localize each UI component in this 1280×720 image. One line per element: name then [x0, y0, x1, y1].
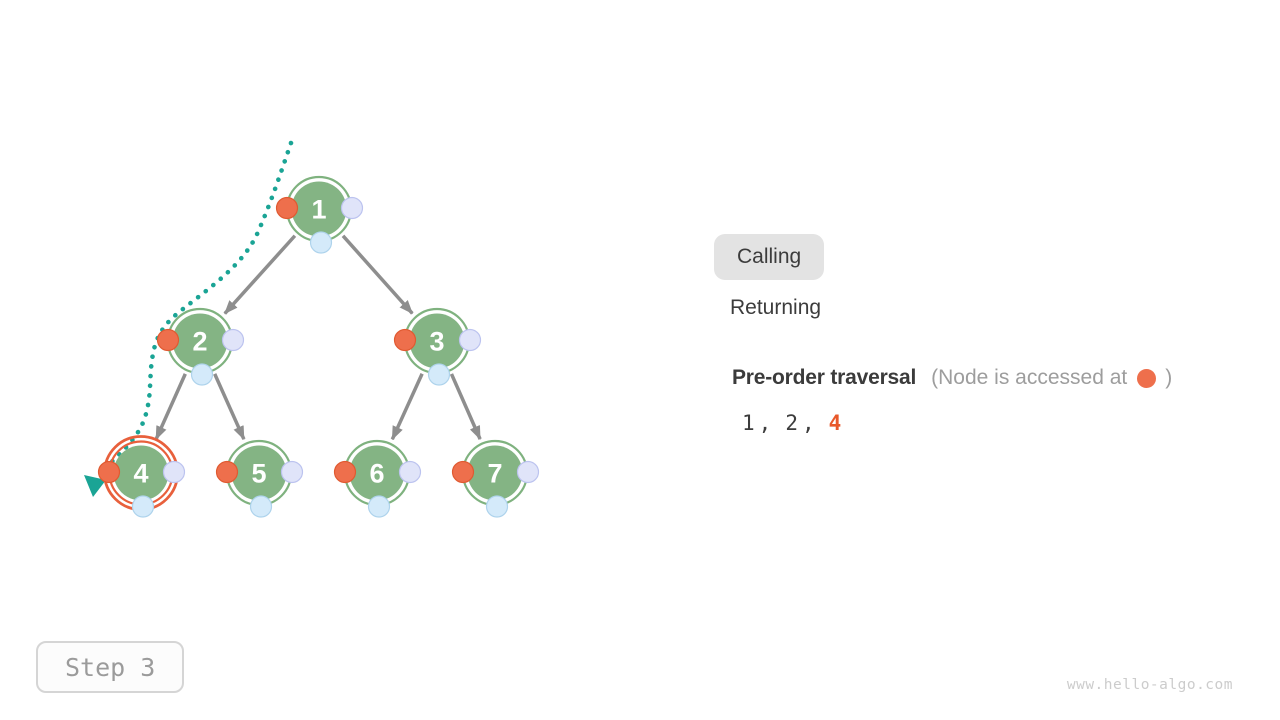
preorder-access-dot-icon [451, 460, 475, 484]
traversal-note-text: (Node is accessed at [931, 366, 1128, 389]
traversal-note-close: ) [1165, 366, 1173, 389]
preorder-access-dot-icon [156, 328, 180, 352]
node-circle [467, 445, 523, 501]
inorder-dot-icon [131, 495, 155, 518]
preorder-access-dot-icon [393, 328, 417, 352]
traversal-sequence: 1,2,4 [742, 411, 841, 435]
sequence-separator: , [801, 411, 815, 435]
node-value: 5 [251, 459, 266, 489]
node-value: 2 [192, 327, 207, 357]
sequence-separator: , [758, 411, 772, 435]
tree-node-3: 3 [393, 307, 482, 386]
access-marker-icon [1137, 368, 1157, 388]
traversal-path-dotted [99, 140, 294, 475]
step-indicator: Step 3 [36, 641, 185, 693]
sequence-value: 4 [828, 411, 842, 435]
tree-edge [341, 234, 414, 315]
tree-node-7: 7 [451, 439, 540, 518]
traversal-title: Pre-order traversal [732, 366, 917, 389]
postorder-dot-icon [458, 328, 482, 352]
returning-button[interactable]: Returning [730, 296, 822, 319]
node-value: 1 [311, 195, 326, 225]
node-circle [409, 313, 465, 369]
tree-node-2: 2 [156, 307, 245, 386]
preorder-access-dot-icon [97, 460, 121, 484]
tree-edge [154, 373, 187, 441]
node-value: 3 [429, 327, 444, 357]
node-circle [349, 445, 405, 501]
inorder-dot-icon [309, 231, 333, 254]
sequence-value: 1 [742, 411, 755, 435]
tree-edge [223, 234, 297, 315]
node-circle [172, 313, 228, 369]
tree-edge [390, 373, 424, 441]
node-circle [113, 445, 169, 501]
inorder-dot-icon [190, 363, 214, 386]
inorder-dot-icon [367, 495, 391, 518]
postorder-dot-icon [221, 328, 245, 352]
sequence-value: 2 [785, 411, 798, 435]
inorder-dot-icon [249, 495, 273, 518]
preorder-access-dot-icon [215, 460, 239, 484]
postorder-dot-icon [398, 460, 422, 484]
tree-edge [213, 373, 246, 441]
tree-node-5: 5 [215, 439, 304, 518]
postorder-dot-icon [162, 460, 186, 484]
preorder-access-dot-icon [333, 460, 357, 484]
node-value: 7 [487, 459, 502, 489]
watermark-url: www.hello-algo.com [1066, 677, 1233, 693]
node-value: 4 [133, 459, 148, 489]
calling-button[interactable]: Calling [714, 234, 825, 280]
postorder-dot-icon [340, 196, 364, 220]
inorder-dot-icon [485, 495, 509, 518]
postorder-dot-icon [280, 460, 304, 484]
inorder-dot-icon [427, 363, 451, 386]
tree-node-4: 4 [97, 435, 186, 518]
postorder-dot-icon [516, 460, 540, 484]
node-circle [291, 181, 347, 237]
traversal-arrowhead-icon [84, 475, 106, 497]
tree-node-1: 1 [275, 175, 364, 254]
preorder-access-dot-icon [275, 196, 299, 220]
tree-edge [449, 373, 482, 441]
node-value: 6 [369, 459, 384, 489]
traversal-note: Pre-order traversal (Node is accessed at… [732, 366, 1172, 390]
tree-node-6: 6 [333, 439, 422, 518]
node-circle [231, 445, 287, 501]
